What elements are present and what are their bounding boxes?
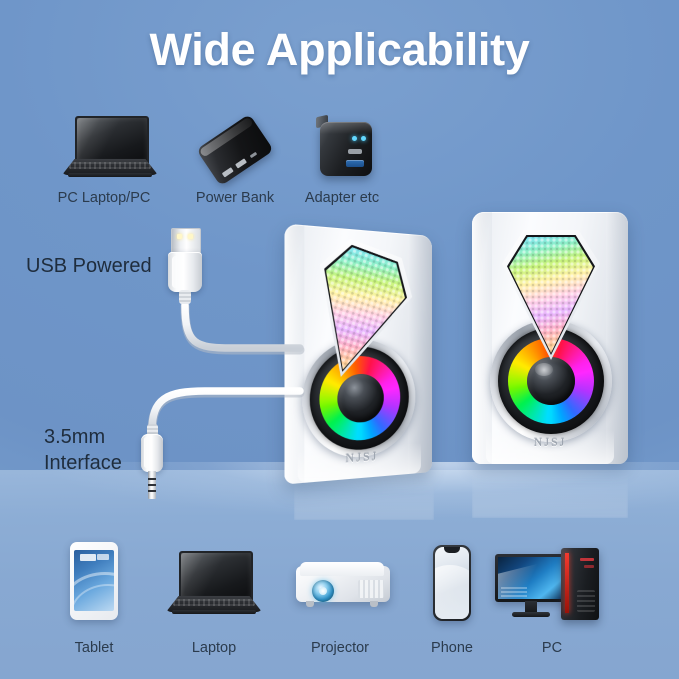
device-icon-wall-adapter (310, 114, 376, 180)
device-icon-projector (296, 560, 390, 612)
device-label-1: Laptop (191, 640, 237, 656)
power-source-label-2: Adapter etc (304, 190, 380, 206)
device-icon-laptop-top (62, 116, 158, 178)
device-icon-desktop-pc (495, 548, 603, 622)
power-source-label-0: PC Laptop/PC (57, 190, 151, 206)
device-label-0: Tablet (74, 640, 114, 656)
device-icon-laptop-bottom (166, 551, 262, 617)
brand-logo-right: NJSJ (533, 435, 567, 449)
speaker-pair: NJSJ NJSJ (284, 206, 658, 520)
power-source-label-1: Power Bank (195, 190, 275, 206)
connection-label-jack-line1: 3.5mm (44, 426, 106, 448)
device-icon-power-bank (196, 113, 274, 187)
right-speaker: NJSJ (472, 212, 628, 464)
rgb-led-panel-right (502, 230, 600, 360)
device-label-4: PC (541, 640, 563, 656)
usb-plug-icon (168, 228, 202, 308)
device-icon-tablet (70, 542, 118, 620)
device-icon-smartphone (433, 545, 471, 621)
device-label-2: Projector (310, 640, 370, 656)
connection-label-usb: USB Powered (26, 255, 152, 277)
page-title: Wide Applicability (149, 24, 530, 75)
left-speaker: NJSJ (284, 223, 432, 485)
connection-label-jack-line2: Interface (44, 452, 122, 474)
device-label-3: Phone (431, 640, 473, 656)
